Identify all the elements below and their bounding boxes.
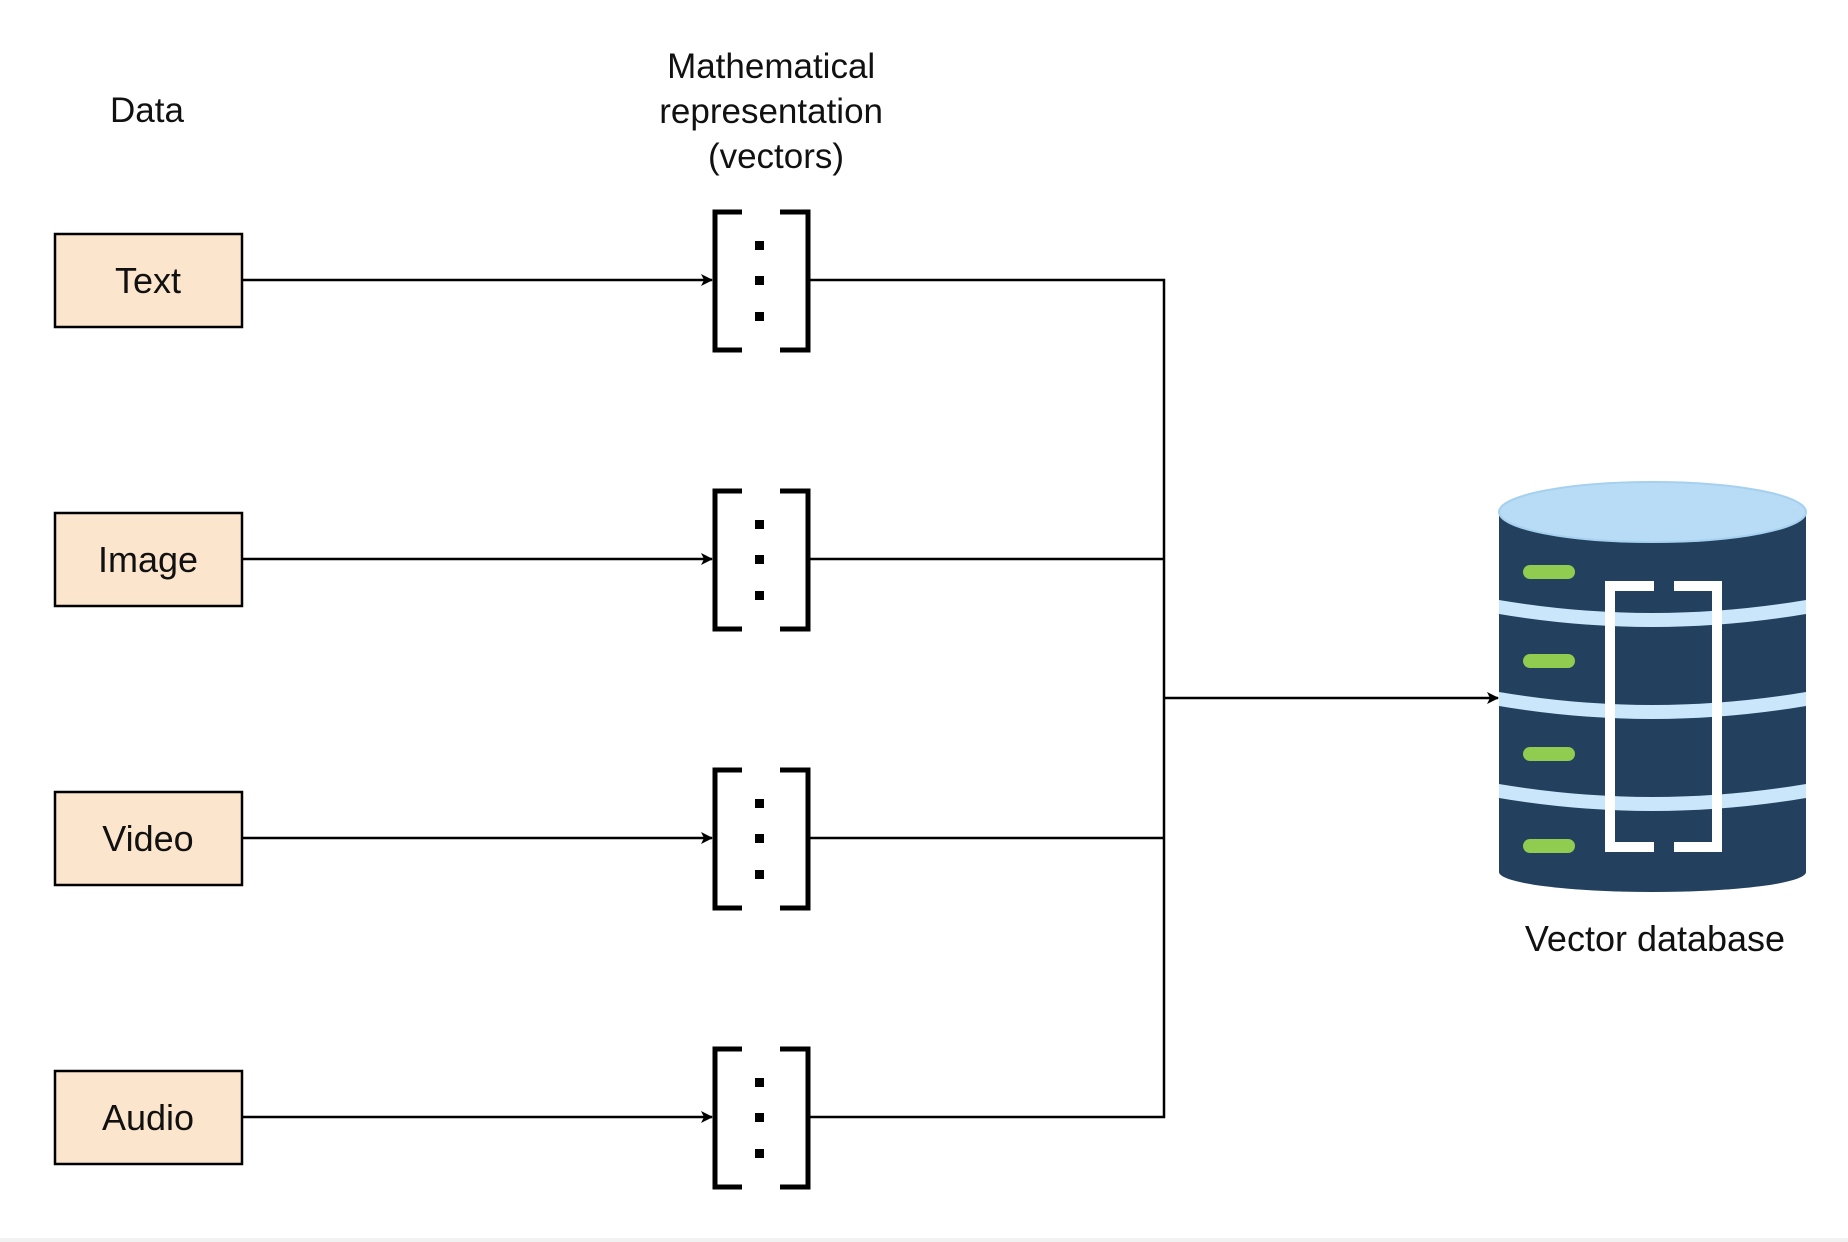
input-label-video: Video [102, 818, 193, 859]
vector-bracket-icon [712, 1046, 811, 1190]
database-bracket-icon [1605, 581, 1654, 852]
input-box-image [53, 511, 244, 608]
vectors-header-line-3: (vectors) [708, 137, 844, 176]
connector-audio-vector [810, 698, 1166, 1119]
input-box-video [53, 790, 244, 887]
database-led [1523, 654, 1575, 668]
vectors-header-line-1: Mathematical [667, 47, 875, 86]
input-image: Image [53, 511, 244, 608]
input-box-text [53, 232, 244, 329]
input-label-audio: Audio [102, 1097, 194, 1138]
connector-text-vector [810, 278, 1166, 698]
database-label: Vector database [1525, 918, 1785, 959]
database-led [1523, 565, 1575, 579]
vector-bracket-icon [712, 488, 811, 632]
database-led [1523, 839, 1575, 853]
database-bracket-icon [1674, 581, 1722, 852]
input-label-image: Image [98, 539, 198, 580]
vectors-header-line-2: representation [659, 92, 883, 131]
database-led [1523, 747, 1575, 761]
input-video: Video [53, 790, 244, 887]
vectors-column-header: Mathematical representation (vectors) [659, 47, 893, 176]
input-audio: Audio [53, 1069, 244, 1166]
vector-bracket-icon [712, 209, 811, 353]
data-column-header: Data [110, 91, 184, 130]
input-text: Text [53, 232, 244, 329]
database-icon [1498, 481, 1807, 892]
input-label-text: Text [115, 260, 181, 301]
vector-bracket-icon [712, 767, 811, 911]
bottom-edge-strip [0, 1238, 1848, 1242]
